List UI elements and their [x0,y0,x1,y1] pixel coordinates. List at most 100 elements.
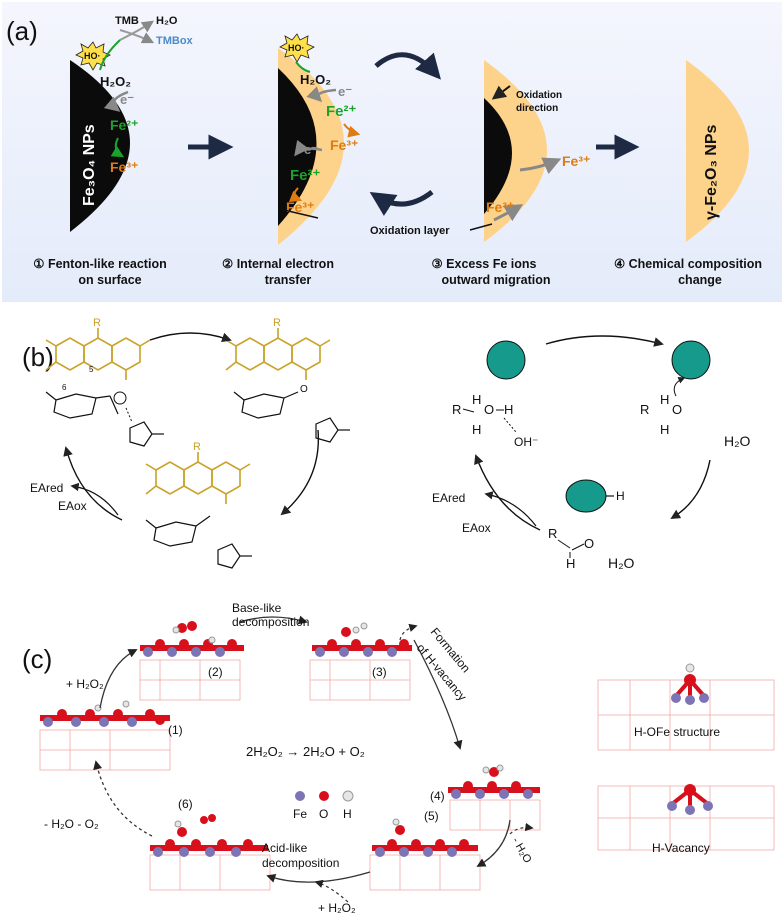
svg-text:5: 5 [89,365,94,374]
acid-like-label-1: Acid-like [262,841,308,855]
slab-state-3 [312,622,412,657]
svg-text:O: O [300,384,308,395]
plus-h2o2-label-2: + H₂O₂ [318,901,356,915]
imidazole-2 [315,417,350,443]
fe-legend-swatch [295,791,305,801]
panel-a-label: (a) [6,16,38,46]
oxidation-layer-label: Oxidation layer [370,225,450,237]
svg-text:e⁻: e⁻ [338,84,352,99]
minus-h2o-o2-label: - H₂O - O₂ [44,817,99,831]
state-label-4: (4) [430,789,445,803]
svg-text:O: O [672,402,682,417]
fe3-label-5: Fe³⁺ [486,199,514,215]
svg-text:H: H [472,392,481,407]
step-2-line-2: transfer [265,273,312,287]
water-label-1: H₂O [724,433,751,449]
state-label-5: (5) [424,809,439,823]
ho-radical-burst-2: HO· [279,33,315,63]
base-like-label-2: decomposition [232,615,309,629]
svg-text:H: H [504,402,513,417]
slab-state-4 [448,764,540,799]
panel-a: (a) Fe₃O₄ NPs HO· TMB H₂O TMBox H₂O₂ e⁻ … [2,2,782,302]
svg-text:H: H [472,422,481,437]
tmb-label: TMB [115,15,139,27]
svg-text:HO·: HO· [84,51,101,61]
svg-text:R: R [640,402,649,417]
ea-red-left: EAred [30,481,63,495]
o-legend-swatch [319,791,329,801]
svg-text:H: H [660,392,669,407]
step-4-line-2: change [678,273,722,287]
svg-text:R: R [452,402,461,417]
svg-text:direction: direction [516,103,558,114]
fe3-label-1: Fe³⁺ [110,159,138,175]
slab-state-2 [140,621,244,657]
h-ofe-structure [671,663,709,705]
particle-3 [484,60,547,242]
panel-c: (c) [22,601,775,915]
svg-text:H: H [343,807,352,821]
fe3-label-4: Fe³⁺ [562,153,590,169]
svg-text:e⁻: e⁻ [120,92,134,107]
atom-legend: Fe O H [293,790,354,821]
state-label-2: (2) [208,665,223,679]
svg-text:H: H [660,422,669,437]
fe3-label-3: Fe³⁺ [286,199,314,215]
panel-a-background [2,2,782,302]
svg-text:HO·: HO· [288,43,305,53]
tmb-ox-label: TMBox [156,35,194,47]
step-1-line-1: ① Fenton-like reaction [33,257,166,271]
imidazole-1 [129,421,164,447]
sugar-structure-1 [45,391,119,419]
h2o-label: H₂O [156,15,178,27]
h2o2-label-2: H₂O₂ [300,72,331,87]
svg-text:O: O [319,807,328,821]
ea-red-right: EAred [432,491,465,505]
state-label-6: (6) [178,797,193,811]
panel-c-label: (c) [22,644,52,674]
svg-text:R: R [548,526,557,541]
slab-state-1 [40,700,170,727]
step-1-line-2: on surface [78,273,141,287]
h-legend-swatch [342,790,354,802]
acid-like-label-2: decomposition [262,856,339,870]
step-4-line-1: ④ Chemical composition [614,257,762,271]
ea-ox-left: EAox [58,499,87,513]
base-like-label-1: Base-like [232,601,282,615]
svg-text:O: O [484,402,494,417]
step-3-line-2: outward migration [441,273,550,287]
fe2-label-3: Fe²⁺ [290,167,321,184]
svg-text:R: R [93,317,101,329]
sugar-structure-2 [233,391,299,419]
step-3-line-1: ③ Excess Fe ions [431,257,536,271]
flavin-structure-2 [225,328,331,380]
h-vacancy-label: H-Vacancy [652,841,710,855]
metal-site-3 [565,479,607,513]
fe3o4-np-label: Fe₃O₄ NPs [81,124,98,206]
ea-ox-right: EAox [462,521,491,535]
svg-text:Oxidation: Oxidation [516,90,562,101]
h-vacancy-structure [667,784,713,815]
slab-state-6 [150,814,268,857]
gamma-fe2o3-np-label: γ-Fe₂O₃ NPs [703,124,720,220]
svg-text:H: H [616,489,625,503]
state-label-3: (3) [372,665,387,679]
gamma-fe2o3-particle [686,60,749,242]
fe2-label-1: Fe²⁺ [110,117,138,133]
fe2-label-2: Fe²⁺ [326,103,357,120]
flavin-structure-1 [45,328,151,380]
hydroxide-label: OH⁻ [514,435,538,449]
svg-text:O: O [584,536,594,551]
svg-text:Fe: Fe [293,807,307,821]
water-label-2: H₂O [608,555,635,571]
svg-text:e⁻: e⁻ [304,142,318,157]
reaction-equation: 2H₂O₂ → 2H₂O + O₂ [246,744,365,759]
svg-text:H: H [566,556,575,571]
svg-text:R: R [193,441,201,453]
h-ofe-structure-label: H-OFe structure [634,725,720,739]
fe3-label-2: Fe³⁺ [330,137,358,153]
metal-site-2 [671,340,711,380]
svg-text:6: 6 [62,383,67,392]
panel-b: (b) R 5 6 [22,317,751,571]
